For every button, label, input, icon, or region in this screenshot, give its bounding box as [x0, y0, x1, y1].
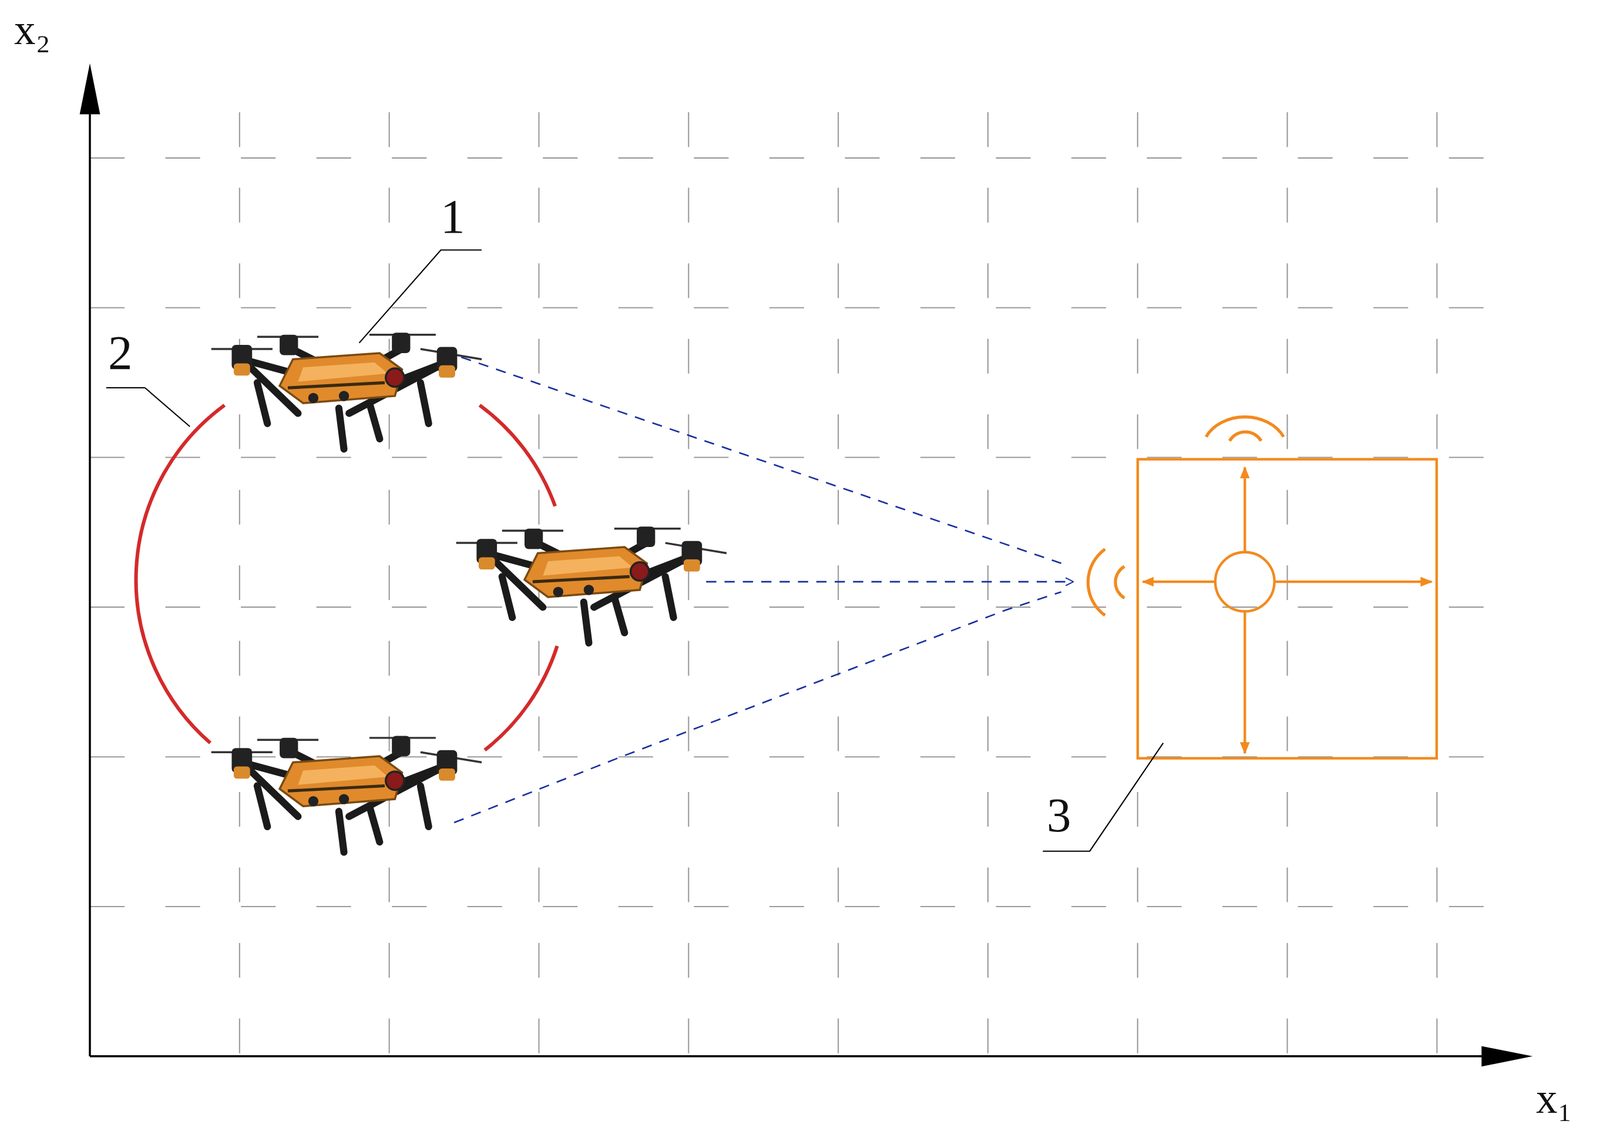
drone — [456, 526, 727, 643]
grid-line — [388, 91, 391, 1056]
grid-line — [1286, 91, 1289, 1056]
grid-line — [89, 307, 1501, 309]
callout-number: 3 — [1046, 790, 1072, 840]
grid-line — [89, 456, 1501, 458]
grid-line — [89, 905, 1501, 907]
drone — [211, 735, 482, 852]
grid-lines — [89, 91, 1501, 1056]
grid-line — [239, 91, 241, 1056]
grid-line — [987, 91, 989, 1056]
grid-line — [89, 157, 1501, 159]
leader-lines — [106, 250, 1164, 852]
axes — [79, 63, 1534, 1067]
signal-lines — [454, 357, 1074, 823]
axis-label: x₂ — [14, 8, 51, 52]
grid-line — [687, 91, 689, 1056]
receiver-box — [1087, 417, 1437, 759]
grid-line — [837, 91, 839, 1056]
drone — [211, 332, 482, 449]
grid-line — [89, 606, 1501, 608]
callout-number: 1 — [440, 192, 466, 241]
axis-label: x₁ — [1535, 1076, 1573, 1120]
orbit-circle — [136, 405, 558, 751]
callout-number: 2 — [108, 328, 133, 378]
